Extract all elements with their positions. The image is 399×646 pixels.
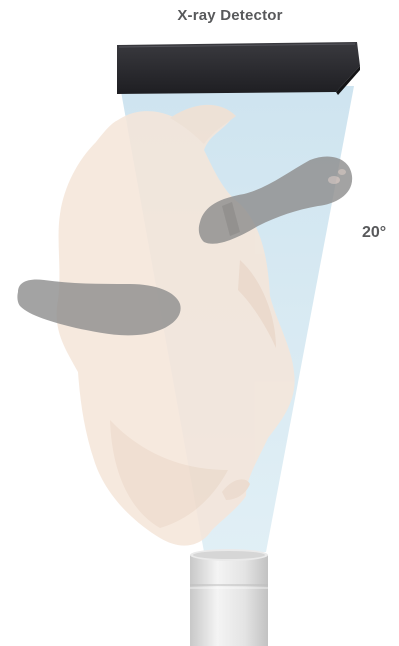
x-ray-tube	[190, 549, 268, 646]
x-ray-detector	[117, 42, 360, 95]
hand-left	[17, 280, 180, 336]
